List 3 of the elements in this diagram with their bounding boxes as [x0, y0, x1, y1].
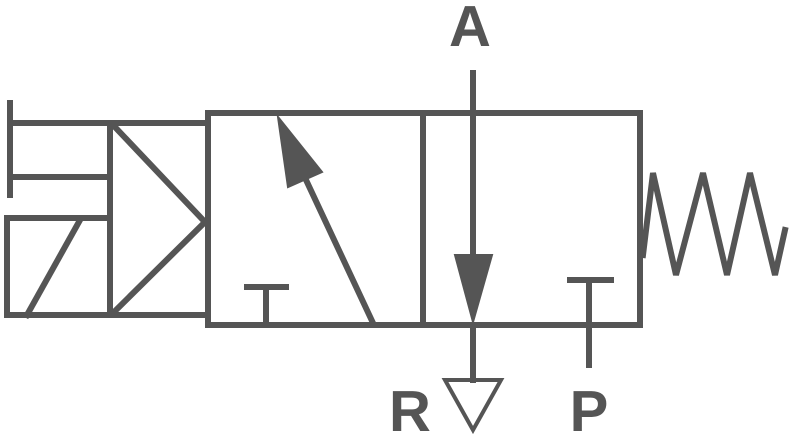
port-label: P	[568, 383, 610, 441]
port-label: R	[388, 383, 432, 441]
port-label: A	[448, 0, 492, 56]
